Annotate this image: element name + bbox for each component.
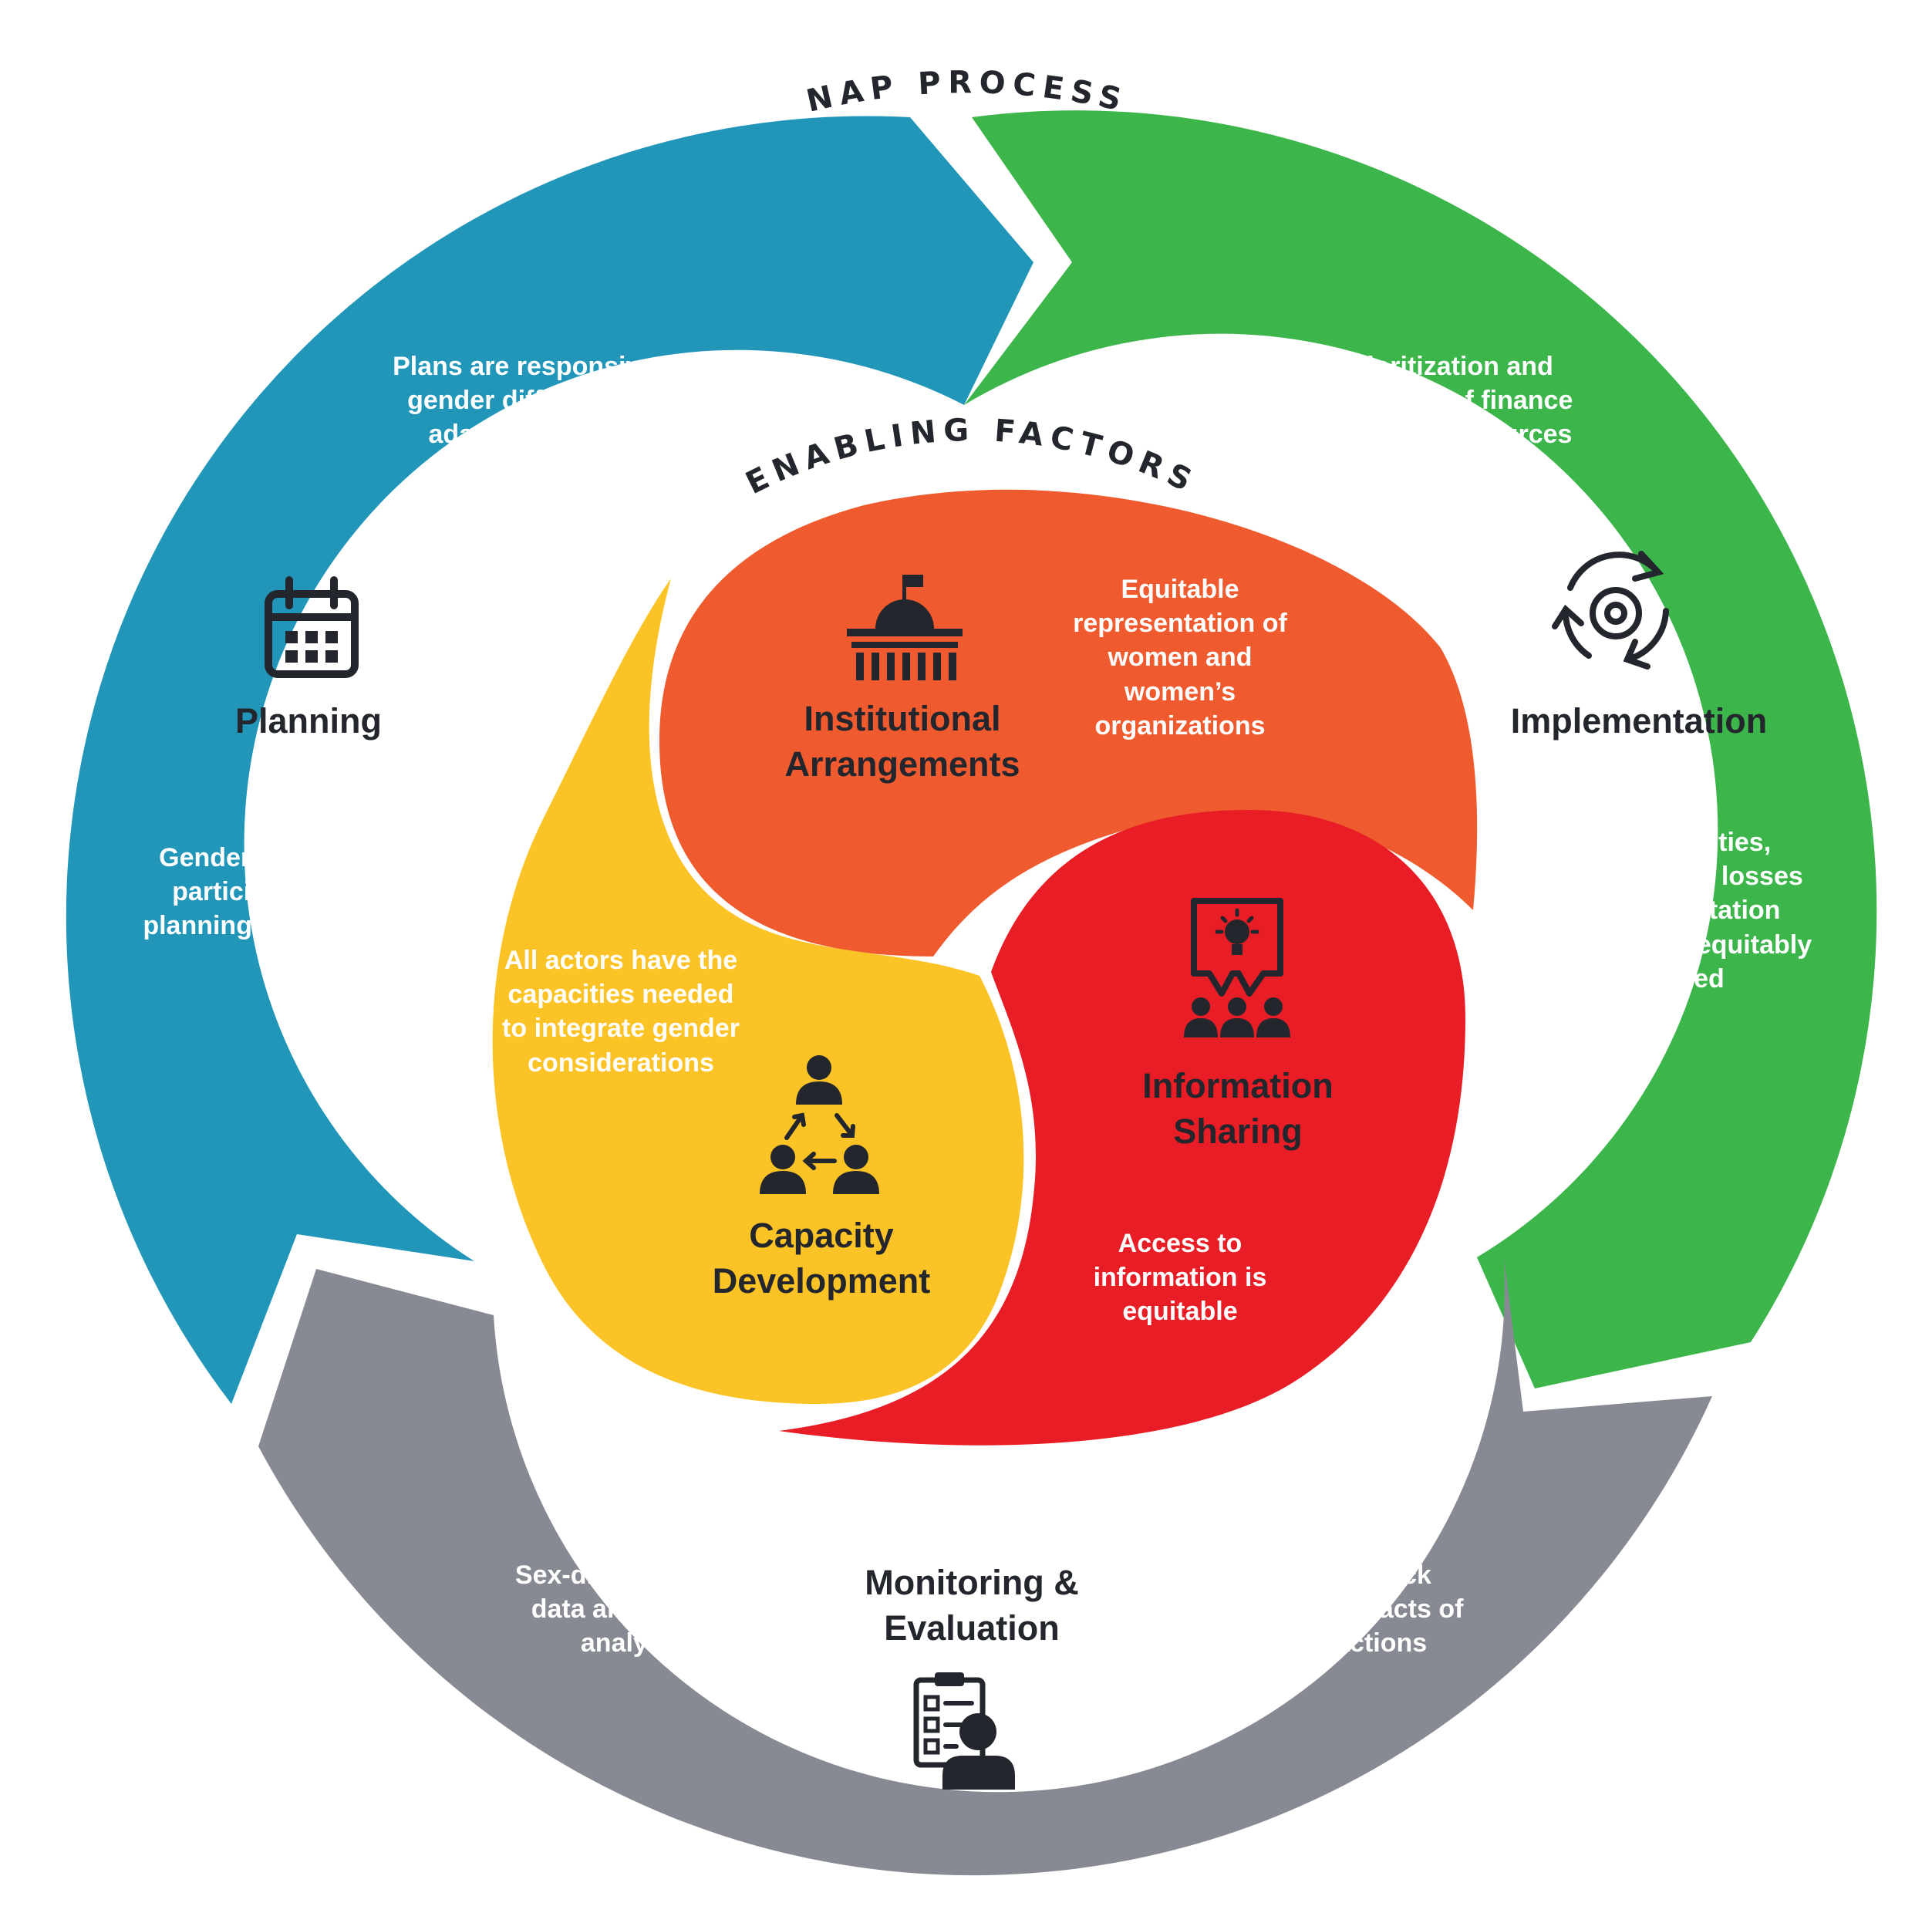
implementation-label: Implementation: [1510, 701, 1768, 741]
calendar-icon: [265, 576, 359, 678]
capacity-label: Capacity Development: [712, 1216, 931, 1301]
institutional-text: Equitable representation of women and wo…: [1073, 575, 1287, 741]
team-network-icon: [760, 1055, 879, 1194]
capacity-text: All actors have the capacities needed to…: [502, 946, 740, 1078]
monitoring-right-text: M&E systems track differentiated impacts…: [1158, 1560, 1464, 1658]
planning-bottom-text: Gender-balanced participation in plannin…: [143, 843, 389, 941]
monitoring-left-text: Sex-disaggregated data and gender analys…: [514, 1560, 750, 1658]
enabling-factors-title: ENABLING FACTORS: [740, 413, 1196, 501]
implementation-bottom-text: Opportunities, benefits and losses from …: [1550, 828, 1812, 994]
planning-segment: [66, 116, 1034, 1404]
institutional-swirl: [659, 489, 1478, 956]
implementation-segment: [964, 110, 1877, 1388]
presentation-idea-icon: [1184, 898, 1290, 1037]
information-swirl: [779, 810, 1465, 1446]
checklist-person-icon: [913, 1672, 1015, 1790]
svg-text:ENABLING FACTORS: ENABLING FACTORS: [740, 413, 1203, 501]
information-label: Information Sharing: [1142, 1066, 1334, 1152]
monitoring-label: Monitoring & Evaluation: [865, 1563, 1079, 1648]
planning-label: Planning: [235, 701, 382, 741]
information-text: Access to information is equitable: [1093, 1229, 1267, 1327]
government-building-icon: [847, 575, 963, 680]
capacity-swirl: [492, 579, 1024, 1404]
planning-top-text: Plans are responsive to gender differenc…: [393, 352, 687, 518]
institutional-label: Institutional Arrangements: [784, 699, 1020, 784]
implementation-top-text: Prioritization and allocation of finance…: [1319, 352, 1573, 518]
monitoring-segment: [258, 1257, 1712, 1876]
cycle-gear-icon: [1552, 551, 1669, 670]
